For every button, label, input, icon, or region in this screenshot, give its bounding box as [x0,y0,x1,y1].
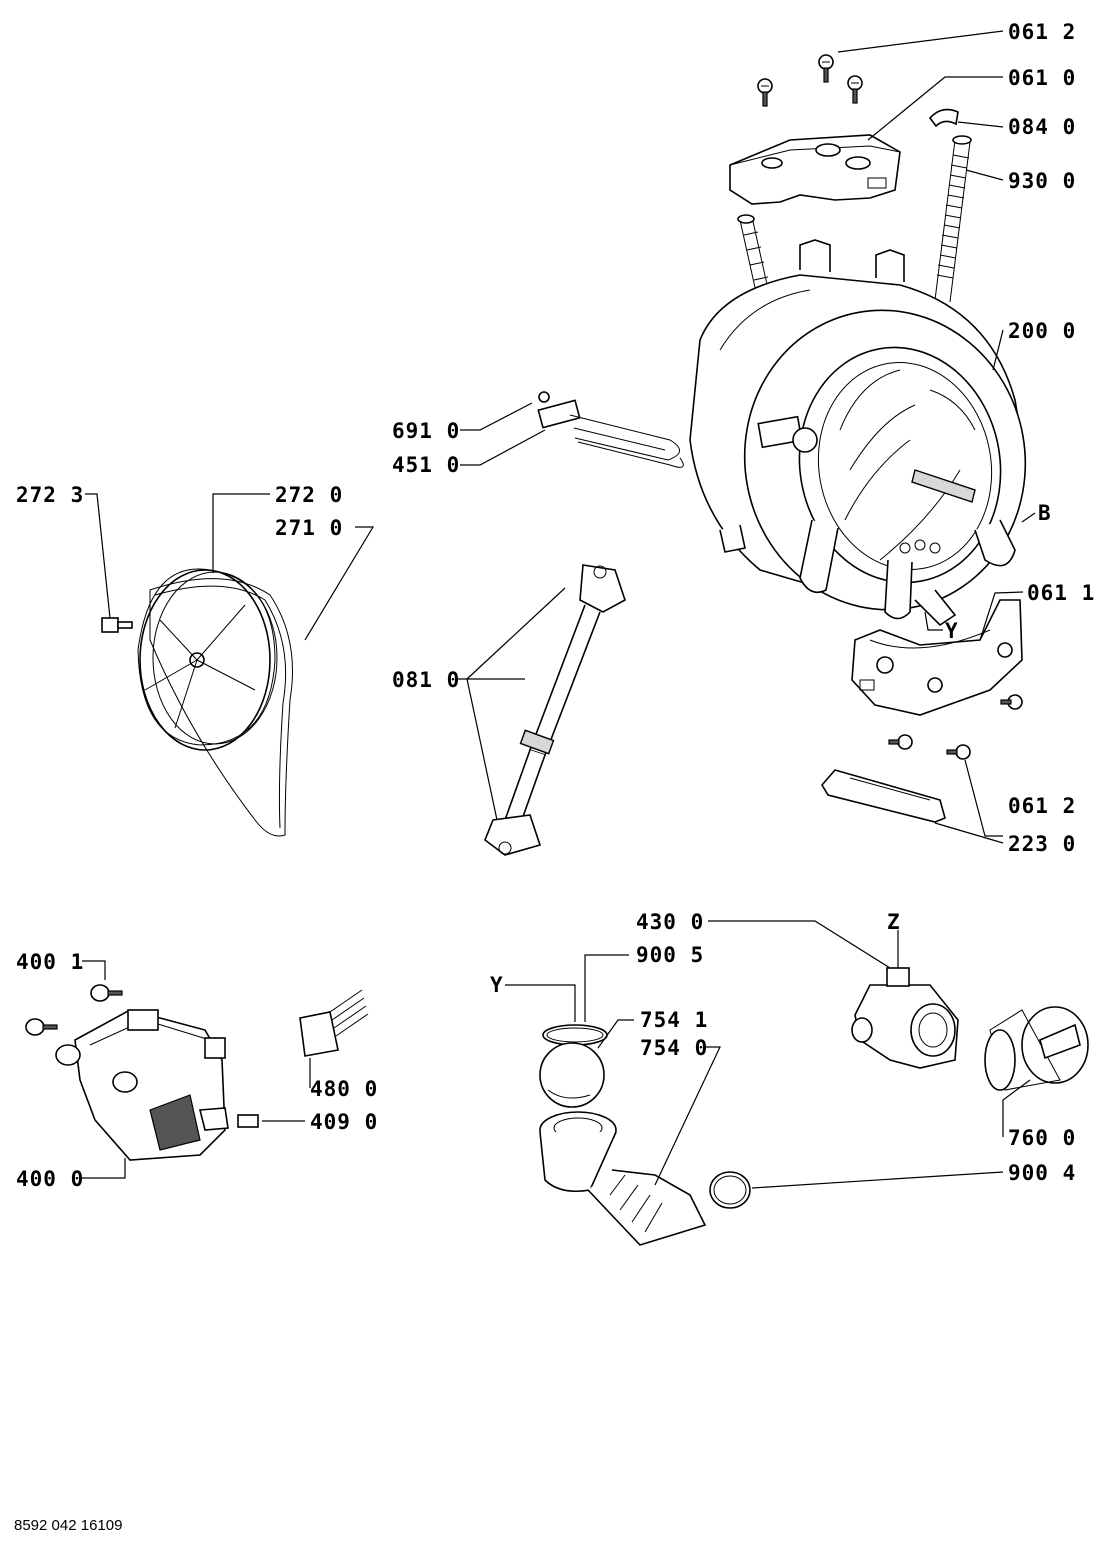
motor-screws [25,984,123,1036]
label-B: B [1038,501,1052,525]
drum-pulley [137,568,278,751]
label-061-0: 061 0 [1008,66,1076,90]
pulley-screw [101,617,133,633]
top-counterweight [729,134,901,205]
label-754-0: 754 0 [640,1036,708,1060]
label-900-5: 900 5 [636,943,704,967]
label-Y-pump: Y [490,973,504,997]
label-223-0: 223 0 [1008,832,1076,856]
label-084-0: 084 0 [1008,115,1076,139]
label-691-0: 691 0 [392,419,460,443]
leader-lines [82,30,1036,1189]
label-409-0: 409 0 [310,1110,378,1134]
label-430-0: 430 0 [636,910,704,934]
label-272-0: 272 0 [275,483,343,507]
label-900-4: 900 4 [1008,1161,1076,1185]
top-screws [757,54,863,107]
paddle-part [821,769,946,823]
spring-clip-part [928,108,959,128]
label-451-0: 451 0 [392,453,460,477]
label-930-0: 930 0 [1008,169,1076,193]
label-400-0: 400 0 [16,1167,84,1191]
label-271-0: 271 0 [275,516,343,540]
label-Y-tub: Y [945,619,959,643]
label-061-2-top: 061 2 [1008,20,1076,44]
label-480-0: 480 0 [310,1077,378,1101]
drain-sump-hose [539,1111,707,1246]
label-081-0: 081 0 [392,668,460,692]
drain-ring [542,1024,608,1046]
label-061-2-bottom: 061 2 [1008,794,1076,818]
bottom-screws [888,694,1023,760]
drain-pump [851,967,959,1069]
drain-ball [539,1042,605,1108]
motor-connector [299,989,369,1057]
label-Z: Z [887,910,901,934]
shock-absorber [484,564,626,856]
tub-assembly [689,239,1027,627]
hose-clamp [709,1171,751,1209]
motor-brush [237,1114,259,1128]
bottom-counterweight [851,599,1023,716]
label-272-3: 272 3 [16,483,84,507]
pump-filter [984,1006,1089,1091]
drive-belt [149,578,293,837]
label-760-0: 760 0 [1008,1126,1076,1150]
heater-element [537,391,684,468]
label-400-1: 400 1 [16,950,84,974]
label-200-0: 200 0 [1008,319,1076,343]
label-754-1: 754 1 [640,1008,708,1032]
drive-motor [55,1009,229,1161]
part-labels: 061 2 061 0 084 0 930 0 200 0 B 061 1 Y … [16,20,1095,1191]
label-061-1: 061 1 [1027,581,1095,605]
drawing-reference-number: 8592 042 16109 [14,1517,122,1534]
